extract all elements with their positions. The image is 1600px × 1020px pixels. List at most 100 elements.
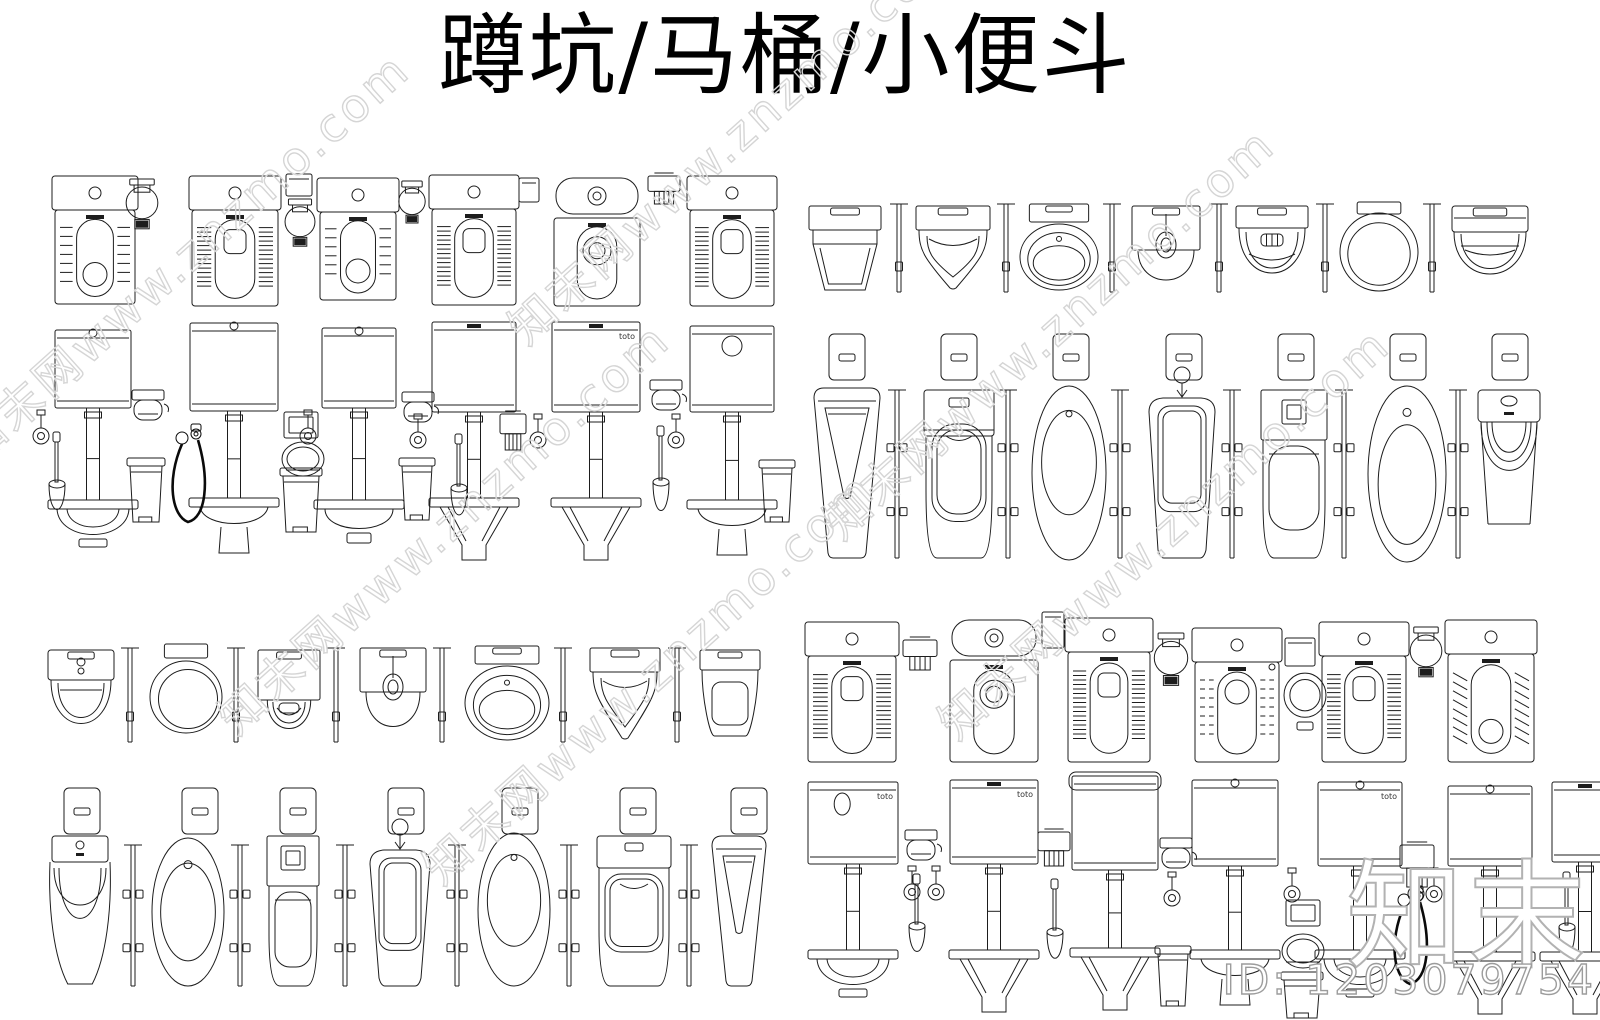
toilet-seat-ring [1283, 672, 1327, 731]
urinal-plan-bucket [699, 649, 761, 737]
flush-tank-system [32, 328, 139, 548]
squat-toilet-plan [51, 175, 139, 305]
flush-tank-system: toto [529, 321, 642, 561]
mounting-rail [678, 844, 700, 987]
flush-tank-system [1539, 781, 1600, 1015]
flush-sensor-plate [387, 787, 425, 835]
flush-sensor-plate [619, 787, 657, 835]
urinal-elevation-antenna [1148, 366, 1216, 559]
flush-tank-system: toto [1314, 780, 1425, 998]
svg-text:toto: toto [877, 792, 893, 801]
mounting-rail [890, 203, 908, 293]
mounting-rail [886, 389, 908, 559]
mounting-rail [433, 647, 451, 743]
urinal-elevation-panel [266, 835, 320, 987]
wall-box [1041, 611, 1065, 649]
urinal-elevation-boxbowl2 [596, 835, 672, 987]
flush-tank-system [409, 321, 520, 561]
urinal-plan-v [589, 647, 661, 740]
urinal-elevation-taperV [813, 387, 881, 559]
mounting-rail [446, 844, 468, 987]
mounting-rail [997, 203, 1015, 293]
flush-sensor-plate [1389, 333, 1427, 381]
mounting-rail [1316, 203, 1334, 293]
flush-tank-system: toto [927, 779, 1040, 1013]
pedal-bin [758, 459, 796, 523]
mounting-rail [1103, 203, 1121, 293]
mounting-rail [229, 844, 251, 987]
oval-mirror [281, 441, 325, 477]
flush-sensor-plate [181, 787, 219, 835]
urinal-plan-oval [464, 645, 550, 741]
urinal-plan-trap [808, 205, 882, 291]
mounting-rail [327, 647, 345, 743]
urinal-plan-sensor [359, 647, 427, 727]
watermark-strip: 知末网www.znzmo.com [498, 0, 971, 355]
flush-valve [398, 180, 426, 224]
squat-toilet-plan [188, 175, 282, 307]
flush-valve [125, 178, 159, 230]
mounting-rail [997, 389, 1019, 559]
urinal-elevation-taperV [711, 835, 767, 987]
flush-tank-system: toto [807, 781, 921, 998]
squat-toilet-plan [428, 174, 520, 306]
urinal-plan-round [1339, 201, 1419, 292]
watermark-logo: 知末 [1346, 848, 1590, 986]
pedal-bin [398, 457, 436, 521]
squat-toilet-plan [1064, 617, 1154, 763]
flush-tank-system [299, 326, 405, 544]
flush-fitting [1399, 841, 1435, 888]
flush-tank-systems-middle-left: toto [32, 321, 796, 561]
watermark-id-label: ID: 1203079754 [1223, 956, 1596, 1004]
urinal-plan-bowl [1235, 205, 1309, 274]
flush-sensor-plate [828, 333, 866, 381]
spray-hose [171, 423, 207, 524]
mounting-rail [558, 844, 580, 987]
mounting-rail [121, 647, 139, 743]
urinal-elevation-egg2 [151, 837, 225, 987]
squat-toilet-plan [686, 175, 778, 307]
paper-holder [401, 391, 439, 423]
paper-holder [1159, 837, 1197, 869]
flush-tank-system [1425, 784, 1536, 1015]
flush-fitting [499, 410, 527, 451]
flush-fitting [1037, 828, 1071, 867]
urinal-plan-sensor [1131, 205, 1201, 281]
spray-hose [1393, 885, 1429, 986]
fixture-drawings: toto toto toto toto [32, 172, 1600, 1019]
urinal-elevation-ushell [1477, 389, 1541, 525]
paper-holder [131, 389, 169, 421]
squat-toilet-plan [316, 177, 400, 301]
urinal-plans-lower-left [47, 643, 761, 743]
urinal-elevation-boxbowl [923, 389, 995, 559]
urinal-plan-circle [149, 643, 223, 734]
flush-tank-system [1189, 778, 1301, 1006]
pedal-bin [1280, 971, 1324, 1019]
toilet-brush [652, 425, 670, 511]
urinal-elevations-middle-right [813, 333, 1541, 563]
svg-text:toto: toto [619, 332, 635, 341]
wall-box [285, 173, 313, 197]
wall-box [518, 177, 540, 203]
mounting-rail [1109, 389, 1131, 559]
squat-toilet-plan [949, 619, 1039, 763]
flush-sensor-plate [940, 333, 978, 381]
urinal-plan-shell [1451, 205, 1529, 275]
urinal-plan-oval [1019, 203, 1099, 291]
mounting-rail [1447, 389, 1469, 559]
mounting-rail [334, 844, 356, 987]
flush-fitting [647, 172, 681, 205]
pedal-bin [279, 467, 323, 533]
urinal-plans-upper-right [808, 201, 1529, 293]
mounting-rail [1423, 203, 1441, 293]
flush-sensor-plate [1165, 333, 1203, 381]
squat-toilet-plan [553, 177, 641, 307]
flush-sensor-plate [63, 787, 101, 835]
paper-holder [904, 829, 942, 861]
mounting-rail [1210, 203, 1228, 293]
wall-box [1284, 637, 1316, 667]
paper-holder [649, 379, 687, 411]
oval-mirror [1281, 933, 1325, 969]
urinal-elevation-antenna [369, 818, 431, 987]
mounting-rail [1221, 389, 1243, 559]
